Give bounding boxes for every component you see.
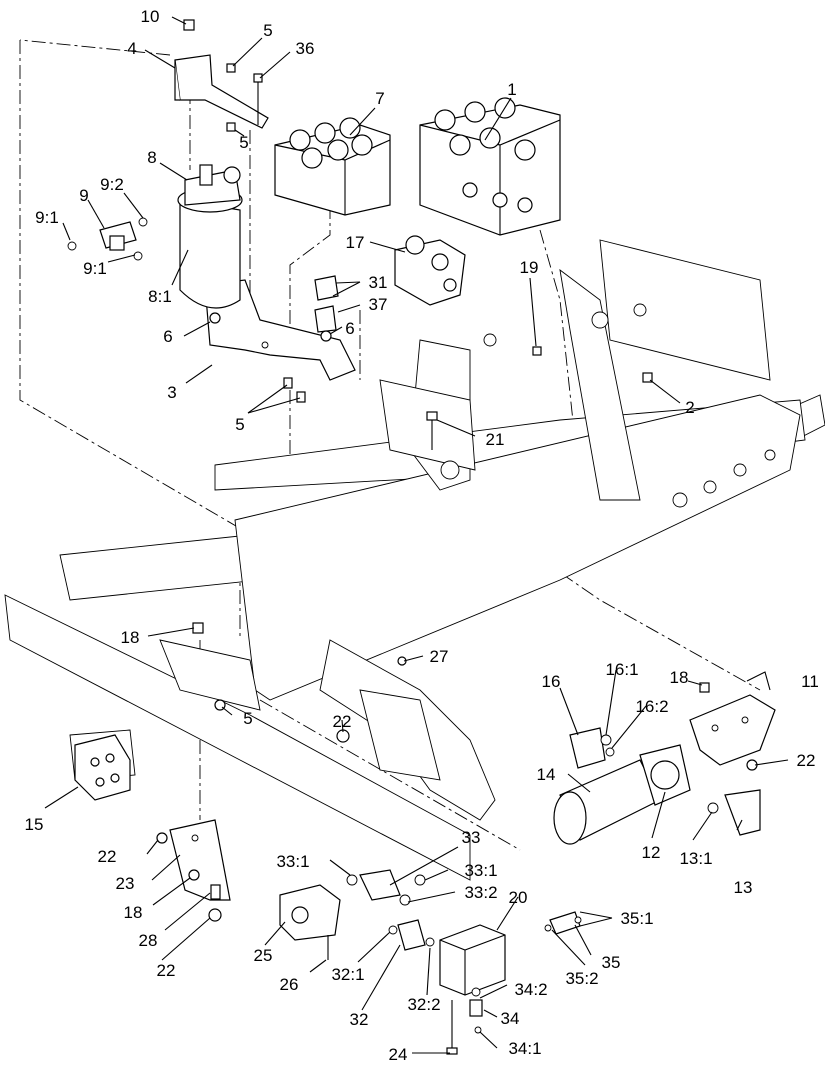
callout-4: 4 — [127, 39, 136, 58]
callout-15: 15 — [25, 815, 44, 834]
clip-31 — [314, 275, 339, 333]
callout-35-1: 35:1 — [620, 909, 653, 928]
callout-19: 19 — [520, 258, 539, 277]
callout-18: 18 — [121, 628, 140, 647]
callout-labels: 10 4 5 36 5 7 1 8 9 9:2 9:1 9:1 8:1 17 3… — [25, 7, 819, 1064]
fitting-35 — [544, 911, 582, 935]
callout-16: 16 — [542, 672, 561, 691]
callout-3: 3 — [167, 383, 176, 402]
fitting-16 — [569, 727, 615, 769]
bracket-4 — [174, 54, 269, 129]
callout-5: 5 — [239, 133, 248, 152]
fitting-13 — [707, 789, 761, 836]
callout-8: 8 — [147, 148, 156, 167]
callout-26: 26 — [280, 975, 299, 994]
filter-8 — [177, 164, 243, 309]
fitting-9 — [67, 217, 148, 261]
callout-34-1: 34:1 — [508, 1039, 541, 1058]
callout-33-1: 33:1 — [464, 861, 497, 880]
callout-10: 10 — [141, 7, 160, 26]
callout-28: 28 — [139, 931, 158, 950]
callout-18: 18 — [124, 903, 143, 922]
fitting-34 — [469, 987, 483, 1034]
callout-9: 9 — [79, 186, 88, 205]
callout-34: 34 — [501, 1009, 520, 1028]
callout-9-1: 9:1 — [83, 259, 107, 278]
callout-37: 37 — [369, 295, 388, 314]
valve-1 — [419, 97, 561, 236]
hardware-small — [156, 19, 758, 922]
callout-11: 11 — [801, 672, 819, 691]
fitting-33 — [346, 869, 426, 906]
callout-24: 24 — [389, 1045, 408, 1064]
block-20 — [439, 924, 506, 996]
callout-9-2: 9:2 — [100, 175, 124, 194]
callout-1: 1 — [507, 80, 516, 99]
valve-7 — [274, 117, 391, 216]
leader-lines — [44, 16, 789, 1054]
callout-35: 35 — [602, 953, 621, 972]
callout-7: 7 — [375, 89, 384, 108]
bolt-24 — [446, 1000, 458, 1055]
callout-31: 31 — [369, 273, 388, 292]
callout-16-1: 16:1 — [605, 660, 638, 679]
callout-17: 17 — [346, 233, 365, 252]
fitting-32 — [388, 919, 435, 951]
callout-5: 5 — [235, 415, 244, 434]
callout-32-1: 32:1 — [331, 965, 364, 984]
callout-21: 21 — [486, 430, 505, 449]
callout-16-2: 16:2 — [635, 697, 668, 716]
filter-head-12 — [639, 744, 691, 806]
valve-25 — [279, 884, 341, 960]
callout-23: 23 — [116, 874, 135, 893]
callout-35-2: 35:2 — [565, 969, 598, 988]
callout-27: 27 — [430, 647, 449, 666]
callout-33-1: 33:1 — [276, 852, 309, 871]
callout-6: 6 — [163, 327, 172, 346]
callout-2: 2 — [685, 398, 694, 417]
callout-32: 32 — [350, 1010, 369, 1029]
callout-22: 22 — [98, 847, 117, 866]
callout-33: 33 — [462, 828, 481, 847]
manifold-15 — [74, 734, 131, 801]
callout-14: 14 — [537, 765, 556, 784]
callout-32-2: 32:2 — [407, 995, 440, 1014]
bracket-23 — [169, 819, 231, 901]
callout-18: 18 — [670, 668, 689, 687]
callout-5: 5 — [243, 709, 252, 728]
callout-20: 20 — [509, 888, 528, 907]
callout-22: 22 — [333, 712, 352, 731]
bracket-11 — [689, 694, 776, 766]
callout-34-2: 34:2 — [514, 980, 547, 999]
callout-33-2: 33:2 — [464, 883, 497, 902]
filter-14 — [553, 759, 661, 845]
callout-25: 25 — [254, 946, 273, 965]
chassis-frame — [4, 239, 825, 881]
callout-13: 13 — [734, 878, 753, 897]
callout-8-1: 8:1 — [148, 287, 172, 306]
callout-12: 12 — [642, 843, 661, 862]
callout-22: 22 — [157, 961, 176, 980]
callout-13-1: 13:1 — [679, 849, 712, 868]
callout-6: 6 — [345, 319, 354, 338]
callout-5: 5 — [263, 21, 272, 40]
callout-9-1: 9:1 — [35, 208, 59, 227]
valve-17 — [394, 235, 466, 306]
callout-36: 36 — [296, 39, 315, 58]
callout-22: 22 — [797, 751, 816, 770]
